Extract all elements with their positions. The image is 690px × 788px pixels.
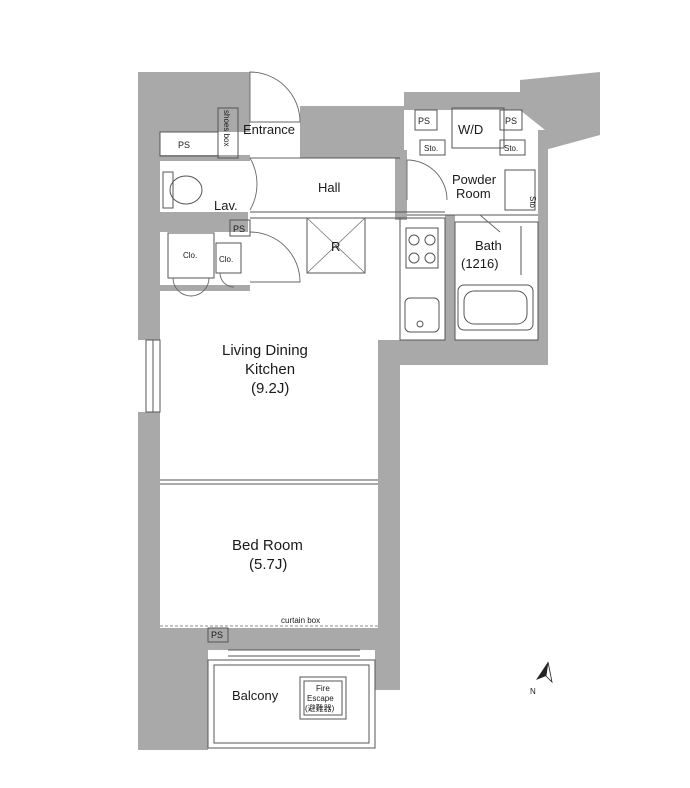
bath-label-2: (1216)	[461, 256, 499, 271]
fire-escape-label-1: Fire	[316, 684, 330, 693]
ldk-label-3: (9.2J)	[251, 380, 289, 397]
refrigerator-label: R	[331, 239, 340, 254]
fire-escape-label-3: (避難器)	[305, 703, 335, 713]
ps-label-1: PS	[178, 140, 190, 150]
toilet-icon	[162, 171, 203, 209]
entrance-label: Entrance	[243, 122, 295, 137]
balcony-label: Balcony	[232, 688, 279, 703]
sto-label-2: Sto.	[504, 144, 518, 153]
bath-label-1: Bath	[475, 238, 502, 253]
powder-room-label-2: Room	[456, 186, 491, 201]
compass-icon: N	[530, 661, 553, 696]
sto-label-3: Sto	[528, 196, 537, 209]
ldk-label-2: Kitchen	[245, 361, 295, 378]
bedroom-label-1: Bed Room	[232, 537, 303, 554]
ps-label-3: PS	[418, 116, 430, 126]
ps-label-2: PS	[233, 224, 245, 234]
wd-label: W/D	[458, 122, 483, 137]
walls	[138, 72, 600, 750]
bedroom-label-2: (5.7J)	[249, 556, 287, 573]
lav-label: Lav.	[214, 198, 238, 213]
curtain-box-label: curtain box	[281, 616, 320, 625]
closet-label-2: Clo.	[219, 255, 233, 264]
sto-label-1: Sto.	[424, 144, 438, 153]
compass-north-label: N	[530, 687, 536, 696]
ps-label-5: PS	[211, 630, 223, 640]
hall-label: Hall	[318, 180, 341, 195]
doors	[172, 71, 501, 297]
closet-label-1: Clo.	[183, 251, 197, 260]
powder-room-label-1: Powder	[452, 172, 497, 187]
ldk-label-1: Living Dining	[222, 342, 308, 359]
labels: Entrance shoes box Hall Lav. W/D PS PS P…	[178, 110, 537, 713]
interior-lines	[145, 107, 539, 749]
shoes-box-label: shoes box	[222, 110, 231, 146]
ps-label-4: PS	[505, 116, 517, 126]
fire-escape-label-2: Escape	[307, 694, 334, 703]
